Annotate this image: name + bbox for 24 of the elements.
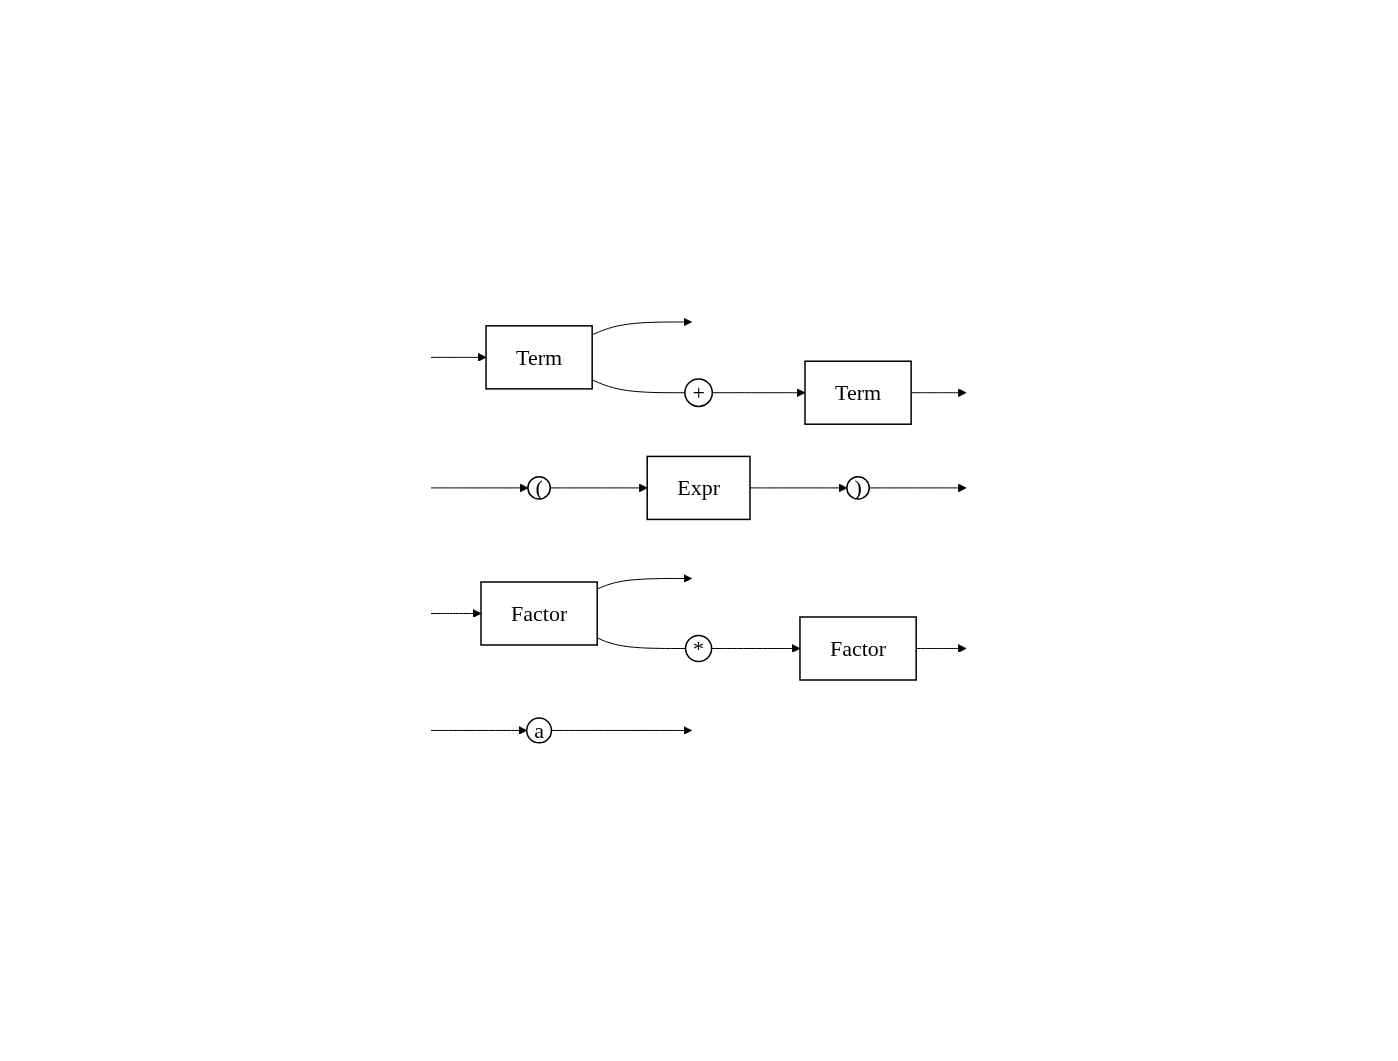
node-box: Term xyxy=(485,324,594,390)
arrow xyxy=(551,725,693,735)
node-circle: ( xyxy=(527,475,552,500)
arrow xyxy=(430,483,529,492)
arrow xyxy=(911,387,967,397)
arrow xyxy=(916,643,967,653)
arrow xyxy=(550,483,648,492)
node-circle: ) xyxy=(846,475,871,500)
node-circle: + xyxy=(684,377,714,407)
node-box: Factor xyxy=(480,580,599,646)
arrow xyxy=(869,483,967,492)
arrow xyxy=(597,573,693,590)
node-box: Term xyxy=(804,360,913,425)
node-box: Factor xyxy=(799,615,918,681)
arrow xyxy=(430,608,482,618)
arrow xyxy=(712,387,806,397)
arrow xyxy=(711,643,801,653)
node-circle: a xyxy=(526,716,553,744)
node-box: Expr xyxy=(646,455,752,520)
node-circle: * xyxy=(685,634,713,662)
arrow xyxy=(592,317,693,335)
connector xyxy=(592,378,686,393)
arrow xyxy=(430,352,487,362)
arrow xyxy=(430,725,528,735)
